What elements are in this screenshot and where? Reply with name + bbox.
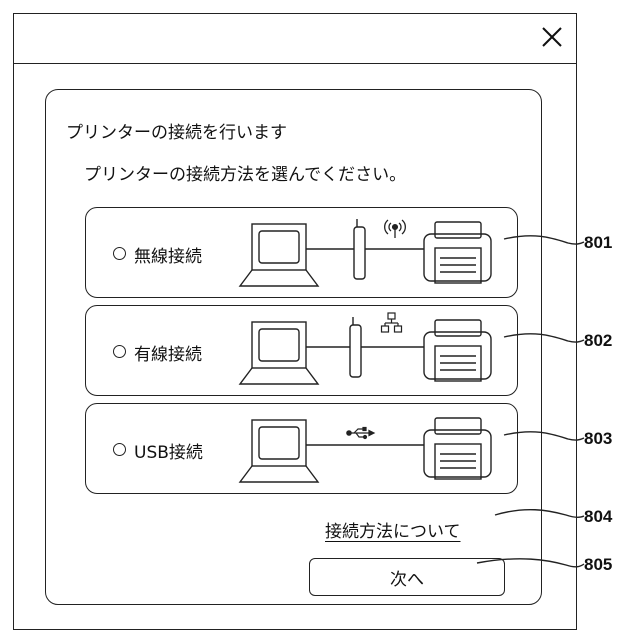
option-wired-label: 有線接続	[134, 340, 202, 365]
radio-usb[interactable]	[113, 443, 126, 456]
option-usb[interactable]: USB接続	[85, 403, 518, 494]
radio-wireless[interactable]	[113, 247, 126, 260]
radio-wired[interactable]	[113, 345, 126, 358]
usb-icon	[347, 428, 374, 439]
option-usb-label: USB接続	[134, 438, 203, 463]
reference-numeral-802: 802	[584, 331, 612, 351]
next-button[interactable]: 次へ	[309, 558, 505, 596]
panel-instruction: プリンターの接続方法を選んでください。	[84, 160, 406, 185]
option-wired[interactable]: 有線接続	[85, 305, 518, 396]
close-icon[interactable]	[537, 22, 567, 52]
wireless-signal-icon	[385, 220, 406, 238]
connection-panel: プリンターの接続を行います プリンターの接続方法を選んでください。	[45, 89, 542, 605]
reference-numeral-803: 803	[584, 429, 612, 449]
panel-heading: プリンターの接続を行います	[66, 118, 287, 143]
option-wireless-label: 無線接続	[134, 242, 202, 267]
reference-numeral-801: 801	[584, 233, 612, 253]
option-wireless[interactable]: 無線接続	[85, 207, 518, 298]
reference-numeral-805: 805	[584, 555, 612, 575]
about-connection-link[interactable]: 接続方法について	[325, 517, 461, 542]
network-icon	[382, 313, 402, 332]
connection-dialog: プリンターの接続を行います プリンターの接続方法を選んでください。	[13, 13, 577, 630]
reference-numeral-804: 804	[584, 507, 612, 527]
title-bar	[14, 14, 576, 64]
